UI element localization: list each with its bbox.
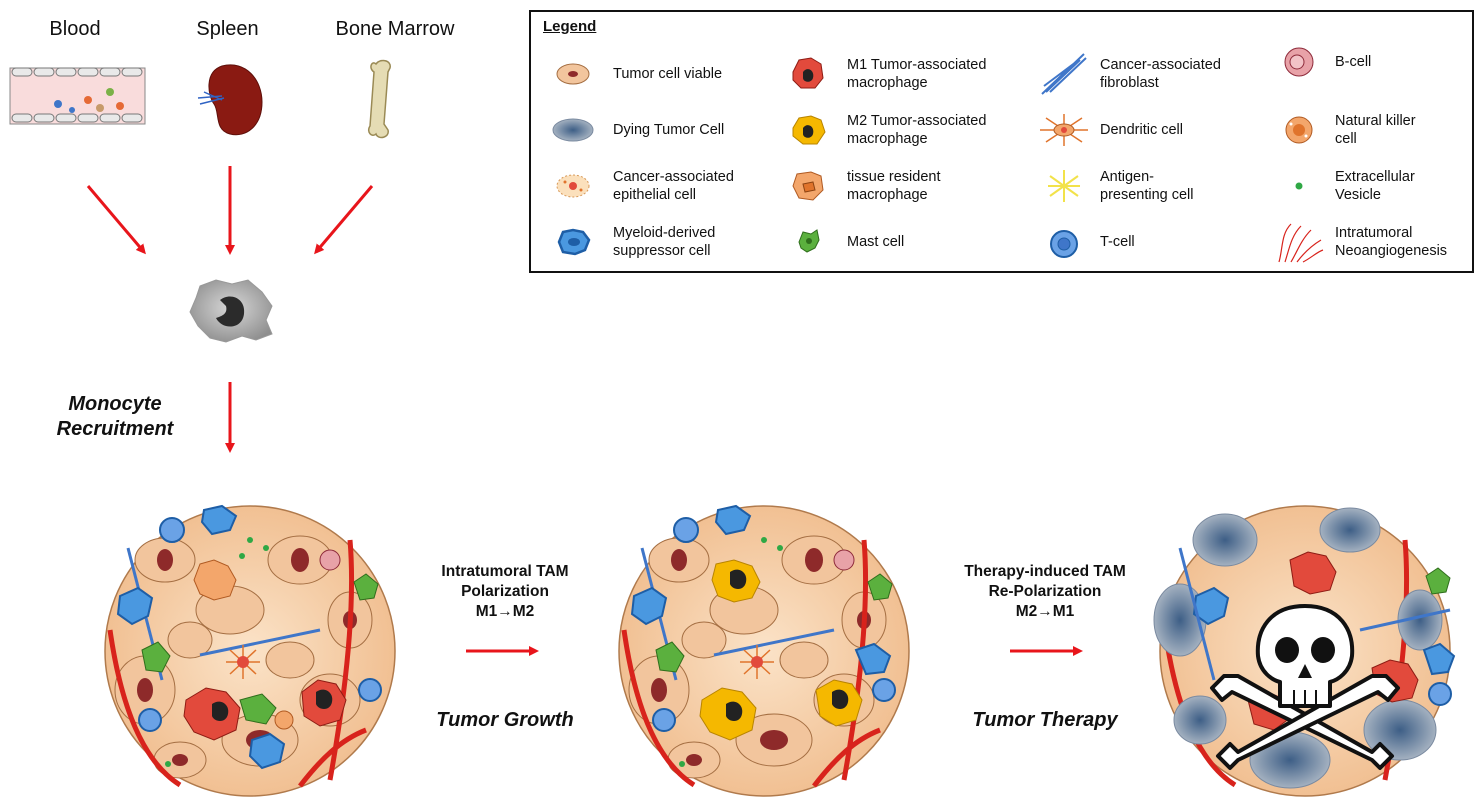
mast-cell-icon [798,229,820,253]
repolarization-label: Therapy-induced TAM Re-Polarization M2→M… [964,563,1126,620]
b-cell-icon [1284,47,1314,77]
m1-macrophage-icon [792,57,824,89]
legend-title: Legend [543,18,597,35]
t-cell-icon [1050,230,1078,258]
skull-crossbones-icon [1210,604,1400,770]
legend-label: Extracellular Vesicle [1335,169,1415,203]
tumor-microenvironment-1 [104,504,396,797]
monocyte-recruitment-label: Monocyte Recruitment [56,393,174,440]
legend-item-vesicle: Extracellular Vesicle [1271,162,1471,210]
spleen-label: Spleen [196,18,259,40]
legend-item-dendritic-cell: Dendritic cell [1036,106,1266,154]
legend-item-m2-macrophage: M2 Tumor-associated macrophage [783,106,1023,154]
nk-cell-icon [1285,116,1313,144]
legend-label: T-cell [1100,234,1135,250]
monocyte-icon [189,279,273,343]
apc-icon [1048,170,1080,202]
epithelial-cell-icon [556,174,590,198]
legend-label: Intratumoral Neoangiogenesis [1335,225,1448,259]
legend-item-nk-cell: Natural killer cell [1271,106,1471,154]
legend-item-mast-cell: Mast cell [783,218,1023,266]
tumor-therapy-label: Tumor Therapy [972,709,1118,731]
legend-label: Tumor cell viable [613,66,723,82]
legend-label: Dendritic cell [1100,122,1183,138]
tumor-microenvironment-2 [618,504,910,797]
vesicle-icon [1295,182,1303,190]
bone-marrow-label: Bone Marrow [335,18,455,40]
legend-label: Myeloid-derived suppressor cell [613,225,716,259]
legend-item-tumor-cell: Tumor cell viable [549,50,779,98]
blood-label: Blood [49,18,101,40]
legend-item-t-cell: T-cell [1036,218,1266,266]
legend-item-m1-macrophage: M1 Tumor-associated macrophage [783,50,1023,98]
legend-label: Antigen- presenting cell [1100,169,1194,203]
legend-item-apc: Antigen- presenting cell [1036,162,1266,210]
dendritic-cell-icon [1040,114,1088,146]
legend-item-neoangiogenesis: Intratumoral Neoangiogenesis [1271,218,1471,266]
legend-item-b-cell: B-cell [1271,38,1471,86]
legend-label: M1 Tumor-associated macrophage [847,57,987,91]
spleen-icon [197,64,263,136]
legend-item-dying-tumor-cell: Dying Tumor Cell [549,106,779,154]
legend-item-mdsc: Myeloid-derived suppressor cell [549,218,779,266]
neoangiogenesis-icon [1278,223,1324,263]
tumor-cell-icon [556,63,590,85]
legend-item-epithelial-cell: Cancer-associated epithelial cell [549,162,779,210]
m2-macrophage-icon [792,115,826,145]
legend-label: Cancer-associated fibroblast [1100,57,1221,91]
legend-label: tissue resident macrophage [847,169,941,203]
bone-marrow-arrow [314,185,374,255]
polarization-label: Intratumoral TAM Polarization M1→M2 [441,563,569,620]
blood-vessel-icon [9,67,146,125]
legend-label: M2 Tumor-associated macrophage [847,113,987,147]
legend-label: B-cell [1335,54,1372,70]
mdsc-icon [557,228,591,256]
legend-label: Dying Tumor Cell [613,122,725,138]
tissue-macrophage-icon [792,171,824,201]
legend-label: Cancer-associated epithelial cell [613,169,734,203]
legend-label: Mast cell [847,234,905,250]
legend-box: Legend Tumor cell viable Dying Tumor Cel… [529,10,1474,273]
tumor-growth-label: Tumor Growth [436,709,574,731]
bone-icon [367,59,391,139]
blood-arrow [86,185,146,255]
legend-item-tissue-macrophage: tissue resident macrophage [783,162,1023,210]
legend-label: Natural killer cell [1335,113,1416,147]
dying-tumor-cell-icon [552,118,594,142]
fibroblast-icon [1041,53,1087,95]
legend-item-fibroblast: Cancer-associated fibroblast [1036,50,1266,98]
